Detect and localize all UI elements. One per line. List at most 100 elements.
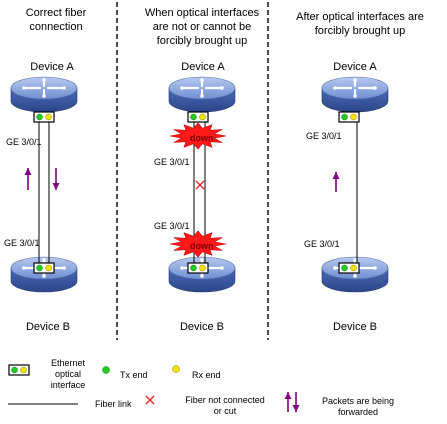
column-1-device-a-router-arrowhead-0 bbox=[42, 78, 46, 82]
column-2-header: When optical interfaces are not or canno… bbox=[145, 6, 259, 48]
legend-packets-arrow-up bbox=[284, 392, 292, 412]
legend-fiber-cut-label: Fiber not connected or cut bbox=[185, 395, 265, 417]
column-2-fiber-cut-cross-b bbox=[195, 180, 205, 190]
column-1-device-b-port-rx bbox=[45, 264, 52, 272]
column-2-bottom-port-label: GE 3/0/1 bbox=[154, 221, 190, 231]
column-2-device-a-router-arrowhead-0 bbox=[200, 78, 204, 82]
column-2-device-a-router-arrowhead-1 bbox=[200, 94, 204, 98]
legend-packets-arrow-down bbox=[292, 392, 300, 412]
legend-ethernet-interface-label: Ethernet optical interface bbox=[51, 358, 86, 391]
column-1-device-b-router-arrowhead-1 bbox=[42, 274, 46, 278]
legend-fiber-cut-line-2: or cut bbox=[213, 406, 237, 416]
column-1-bottom-port-label: GE 3/0/1 bbox=[4, 238, 40, 248]
column-3-device-b-router bbox=[321, 256, 389, 293]
column-3-header-line-2: forcibly brought up bbox=[314, 25, 406, 37]
column-2-device-b-label: Device B bbox=[179, 321, 225, 333]
column-1-header-line-1: Correct fiber bbox=[25, 7, 87, 19]
column-2-device-a-router bbox=[168, 76, 236, 113]
top-down-label: down bbox=[190, 133, 214, 143]
column-1-device-a-port-frame bbox=[33, 111, 55, 123]
column-1-device-b-router-arrowhead-0 bbox=[42, 258, 46, 262]
column-2-header-line-3: forcibly brought up bbox=[156, 35, 248, 47]
column-2-device-b-router-arrowhead-3 bbox=[220, 266, 224, 270]
column-2-top-down-burst bbox=[169, 122, 227, 150]
column-2-device-a-label: Device A bbox=[181, 61, 225, 73]
legend-cut-cross bbox=[145, 395, 155, 405]
column-3-device-b-router-arrowhead-3 bbox=[373, 266, 377, 270]
column-3-device-a-label: Device A bbox=[333, 61, 377, 73]
legend-packets-line-1: Packets are being bbox=[321, 396, 395, 406]
column-3-device-b-port-rx bbox=[350, 264, 357, 272]
column-1-device-b-port-frame bbox=[33, 262, 55, 274]
column-2-device-b-router-arrowhead-0 bbox=[200, 258, 204, 262]
column-2-device-a-port-tx bbox=[190, 113, 197, 121]
column-2-device-b-port-rx bbox=[199, 264, 206, 272]
column-3-device-a-port-frame bbox=[338, 111, 360, 123]
column-3-header: After optical interfaces are forcibly br… bbox=[296, 10, 424, 38]
column-3-device-b-label: Device B bbox=[332, 321, 378, 333]
legend-ethernet-line-2: optical bbox=[54, 369, 81, 379]
column-3-packet-arrow-up-head bbox=[332, 172, 340, 179]
column-1-packet-arrow-up bbox=[24, 168, 32, 190]
column-2-device-b-router-arrowhead-2 bbox=[180, 266, 184, 270]
column-1-device-b-router-arrowhead-3 bbox=[62, 266, 66, 270]
column-1-device-a-router-arrowhead-1 bbox=[42, 94, 46, 98]
column-2-header-line-1: When optical interfaces bbox=[144, 7, 260, 19]
legend-rx-end-label: Rx end bbox=[192, 370, 221, 380]
column-2-header-line-2: are not or cannot be bbox=[152, 21, 252, 33]
column-2-device-a-port-frame bbox=[187, 111, 209, 123]
legend-cut-cross-b bbox=[145, 395, 155, 405]
legend-packets-label: Packets are being forwarded bbox=[322, 396, 394, 418]
legend-ethernet-port-icon-frame bbox=[8, 364, 30, 376]
column-1-device-a-port-tx bbox=[36, 113, 43, 121]
legend-packets-arrow-up-head bbox=[284, 392, 292, 399]
column-2-fiber-cut-cross bbox=[195, 180, 205, 190]
column-3-header-line-1: After optical interfaces are bbox=[296, 11, 424, 23]
column-2-device-a-router-arrowhead-2 bbox=[180, 86, 184, 90]
column-2-device-b-router-arrowhead-1 bbox=[200, 274, 204, 278]
column-3-device-b-router-arrowhead-1 bbox=[353, 274, 357, 278]
column-1-device-b-router bbox=[10, 256, 78, 293]
legend-ethernet-line-1: Ethernet bbox=[50, 358, 86, 368]
column-2-top-port-label: GE 3/0/1 bbox=[154, 157, 190, 167]
column-1-device-a-port-rx bbox=[45, 113, 52, 121]
column-2-device-b-port-frame bbox=[187, 262, 209, 274]
bottom-down-label: down bbox=[190, 241, 214, 251]
column-3-device-a-router-arrowhead-2 bbox=[333, 86, 337, 90]
column-1-device-a-port bbox=[33, 111, 55, 123]
column-1-header: Correct fiber connection bbox=[26, 6, 87, 34]
column-1-packet-arrow-down bbox=[52, 168, 60, 190]
column-1-device-b-label: Device B bbox=[25, 321, 71, 333]
column-3-device-b-router-arrowhead-2 bbox=[333, 266, 337, 270]
column-3-device-a-router bbox=[321, 76, 389, 113]
column-3-device-b-port-frame bbox=[338, 262, 360, 274]
column-1-device-a-router bbox=[10, 76, 78, 113]
column-2-device-b-port bbox=[187, 262, 209, 274]
legend-rx-dot bbox=[172, 365, 180, 373]
column-2-device-a-port bbox=[187, 111, 209, 123]
column-1-packet-arrow-down-head bbox=[52, 183, 60, 190]
column-3-packet-arrow-up bbox=[332, 172, 340, 192]
column-1-device-a-router-top bbox=[10, 76, 78, 100]
column-1-device-a-label: Device A bbox=[30, 61, 74, 73]
column-3-device-a-router-arrowhead-1 bbox=[353, 94, 357, 98]
column-1-device-b-port bbox=[33, 262, 55, 274]
column-2-device-a-router-top bbox=[168, 76, 236, 100]
column-1-device-b-router-arrowhead-2 bbox=[22, 266, 26, 270]
legend-tx-dot bbox=[102, 366, 110, 374]
column-3-device-a-port-rx bbox=[350, 113, 357, 121]
legend-ethernet-line-3: interface bbox=[50, 380, 86, 390]
legend-tx-end-label: Tx end bbox=[120, 370, 148, 380]
legend-packets-line-2: forwarded bbox=[337, 407, 379, 417]
column-3-device-b-port-tx bbox=[341, 264, 348, 272]
column-3-device-a-router-arrowhead-3 bbox=[373, 86, 377, 90]
column-2-bottom-down-burst bbox=[169, 230, 227, 258]
column-1-device-a-router-arrowhead-2 bbox=[22, 86, 26, 90]
column-3-top-port-label: GE 3/0/1 bbox=[306, 131, 342, 141]
column-1-packet-arrow-up-head bbox=[24, 168, 32, 175]
column-2-device-a-port-rx bbox=[199, 113, 206, 121]
column-3-device-a-port-tx bbox=[341, 113, 348, 121]
legend-fiber-link-label: Fiber link bbox=[95, 399, 132, 409]
